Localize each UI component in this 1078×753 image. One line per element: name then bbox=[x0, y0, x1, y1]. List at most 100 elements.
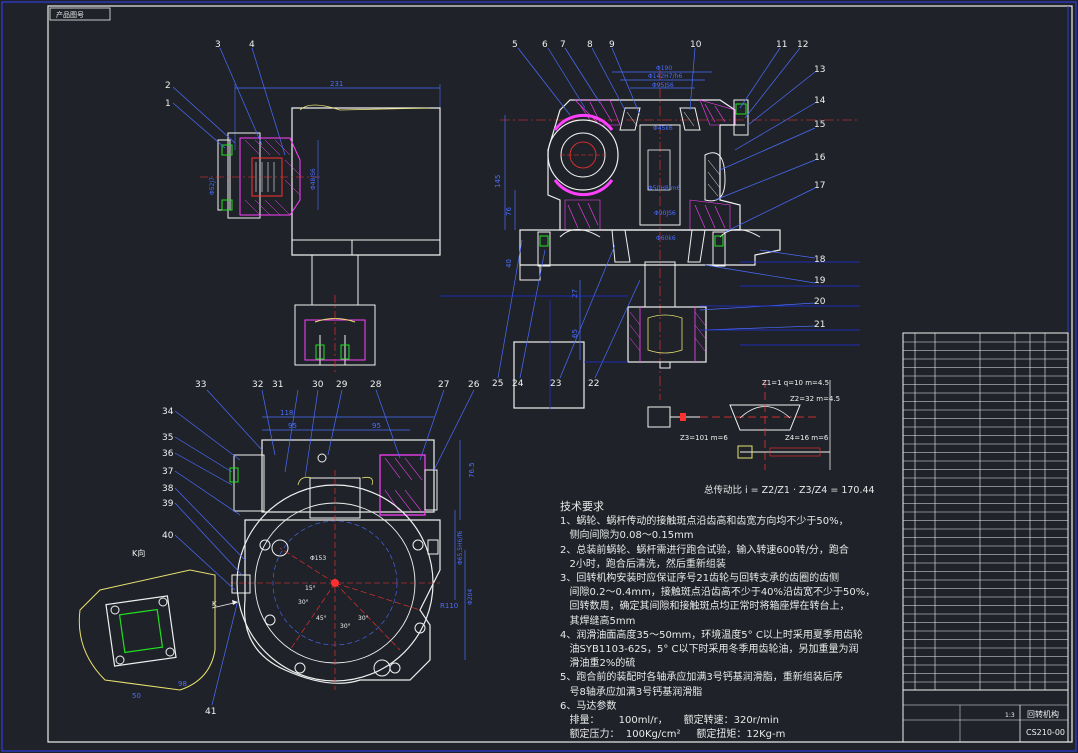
tech-item: 3、回转机构安装时应保证序号21齿轮与回转支承的齿圈的齿侧 bbox=[560, 573, 840, 585]
tech-item: 排量： 100ml/r， 额定转速：320r/min bbox=[560, 715, 780, 727]
balloon-9: 9 bbox=[609, 40, 615, 50]
svg-text:45°: 45° bbox=[316, 615, 327, 622]
balloon-26: 26 bbox=[468, 380, 480, 390]
dim-d90: Φ90JS6 bbox=[654, 210, 676, 217]
top-left-view: 231 Φ48JS6 Φ52J7 bbox=[172, 47, 441, 375]
gear-z4: Z4=16 m=6 bbox=[785, 434, 829, 442]
dim-h145: 145 bbox=[494, 175, 502, 188]
tech-item: 回转数周，确定其间隙和接触斑点均正常时将箱座焊在转台上， bbox=[560, 601, 850, 613]
tech-item: 号8轴承应加满3号钙基润滑脂 bbox=[560, 686, 703, 698]
dim-bore1: Φ52J7 bbox=[209, 177, 216, 195]
dim-d204: Φ204 bbox=[467, 589, 474, 605]
svg-text:30°: 30° bbox=[298, 599, 309, 606]
dim-bore2: Φ48JS6 bbox=[310, 168, 317, 190]
balloon-34: 34 bbox=[162, 407, 174, 417]
tech-item: 滑油重2%的硫 bbox=[560, 658, 636, 670]
dim-h40: 40 bbox=[505, 259, 513, 268]
balloon-24: 24 bbox=[512, 379, 524, 389]
balloon-30: 30 bbox=[312, 380, 324, 390]
title-code: CS210-00 bbox=[1026, 728, 1065, 737]
tech-item: 油SYB1103-62S，5° C以下时采用冬季用齿轮油，另加重量为润 bbox=[560, 644, 859, 656]
dim-w50: 50 bbox=[132, 692, 141, 700]
dim-d190: Φ190 bbox=[656, 65, 672, 72]
balloon-41: 41 bbox=[205, 707, 216, 717]
dim-h27: 27 bbox=[571, 289, 579, 298]
balloon-22: 22 bbox=[588, 379, 599, 389]
dim-d65: Φ65.5H6/f6 bbox=[457, 530, 464, 565]
tech-title: 技术要求 bbox=[560, 500, 604, 513]
tech-item: 间隙0.2～0.4mm，接触斑点沿齿高不少于40%沿齿宽不少于50%， bbox=[560, 587, 876, 599]
balloon-38: 38 bbox=[162, 484, 174, 494]
drawing-border bbox=[47, 5, 1073, 743]
balloon-12: 12 bbox=[797, 40, 808, 50]
tech-item: 侧向间隙为0.08～0.15mm bbox=[560, 530, 694, 542]
dim-d142: Φ142H7/h6 bbox=[648, 73, 682, 80]
dim-w98: 98 bbox=[178, 680, 187, 688]
bom-table: 回转机构 CS210-00 1:3 bbox=[902, 332, 1069, 743]
dim-w118: 118 bbox=[280, 409, 293, 417]
motor-block bbox=[513, 341, 585, 409]
tech-item: 4、润滑油面高度35～50mm，环境温度5° C以上时采用夏季用齿轮 bbox=[560, 629, 863, 641]
gear-z3: Z3=101 m=6 bbox=[680, 434, 728, 442]
balloon-25: 25 bbox=[492, 379, 503, 389]
balloon-2: 2 bbox=[165, 81, 171, 91]
bottom-view: 30° 45° 30° 30° 15° Φ153 R110 118 95 95 … bbox=[78, 389, 476, 706]
tech-item: 6、马达参数 bbox=[560, 700, 617, 712]
balloon-27: 27 bbox=[438, 380, 449, 390]
balloon-29: 29 bbox=[336, 380, 348, 390]
tech-item: 2小时，跑合后清洗，然后重新组装 bbox=[560, 558, 726, 570]
dim-h76-5: 76.5 bbox=[468, 462, 476, 478]
tech-item: 1、蜗轮、蜗杆传动的接触斑点沿齿高和齿宽方向均不少于50%， bbox=[560, 516, 849, 528]
balloon-18: 18 bbox=[814, 255, 826, 265]
balloon-20: 20 bbox=[814, 297, 826, 307]
balloon-10: 10 bbox=[690, 40, 702, 50]
technical-requirements: 技术要求 1、蜗轮、蜗杆传动的接触斑点沿齿高和齿宽方向均不少于50%， 侧向间隙… bbox=[560, 500, 900, 742]
dim-d95: Φ95JS6 bbox=[652, 82, 674, 89]
balloon-6: 6 bbox=[542, 40, 548, 50]
balloon-8: 8 bbox=[587, 40, 593, 50]
gear-z2: Z2=32 m=4.5 bbox=[790, 395, 840, 403]
gear-schematic: Z1=1 q=10 m=4.5 Z2=32 m=4.5 Z3=101 m=6 Z… bbox=[647, 379, 840, 470]
tech-item: 5、跑合前的装配时各轴承应加满3号钙基润滑脂，重新组装后序 bbox=[560, 672, 843, 684]
dim-h76: 76 bbox=[505, 207, 513, 216]
dim-width: 231 bbox=[330, 80, 343, 88]
balloon-33: 33 bbox=[195, 380, 206, 390]
balloon-39: 39 bbox=[162, 499, 174, 509]
top-right-view: Φ190 Φ142H7/h6 Φ95JS6 Φ45k6 Φ50H8 bbox=[440, 47, 860, 410]
balloon-14: 14 bbox=[814, 96, 826, 106]
balloon-5: 5 bbox=[512, 40, 518, 50]
title-scale: 1:3 bbox=[1005, 712, 1015, 719]
balloon-21: 21 bbox=[814, 320, 825, 330]
balloon-28: 28 bbox=[370, 380, 382, 390]
balloon-19: 19 bbox=[814, 276, 826, 286]
svg-text:30°: 30° bbox=[358, 615, 369, 622]
svg-text:Φ153: Φ153 bbox=[310, 555, 326, 562]
tech-item: 其焊缝高5mm bbox=[560, 615, 636, 627]
balloon-13: 13 bbox=[814, 65, 825, 75]
dim-d60: Φ60k6 bbox=[656, 235, 676, 242]
gear-z1: Z1=1 q=10 m=4.5 bbox=[762, 379, 829, 387]
balloon-4: 4 bbox=[249, 40, 255, 50]
total-ratio: 总传动比 i = Z2/Z1 · Z3/Z4 = 170.44 bbox=[704, 485, 875, 496]
balloon-17: 17 bbox=[814, 181, 825, 191]
balloon-7: 7 bbox=[560, 40, 566, 50]
tech-item: 2、总装前蜗轮、蜗杆需进行跑合试验，输入转速600转/分，跑合 bbox=[560, 544, 849, 556]
dim-d50: Φ50H8/m6 bbox=[648, 185, 681, 192]
dim-d45: Φ45k6 bbox=[653, 125, 673, 132]
balloon-35: 35 bbox=[162, 433, 173, 443]
balloon-16: 16 bbox=[814, 153, 826, 163]
dim-h65: 65 bbox=[571, 329, 579, 338]
balloon-23: 23 bbox=[550, 379, 561, 389]
balloon-3: 3 bbox=[215, 40, 221, 50]
tech-item: 额定压力： 100Kg/cm² 额定扭矩：12Kg-m bbox=[560, 729, 786, 741]
k-view-label: K向 bbox=[132, 548, 145, 558]
balloon-31: 31 bbox=[272, 380, 283, 390]
dim-w95b: 95 bbox=[372, 422, 381, 430]
svg-text:15°: 15° bbox=[305, 585, 316, 592]
balloon-15: 15 bbox=[814, 120, 825, 130]
svg-text:30°: 30° bbox=[340, 623, 351, 630]
title-name: 回转机构 bbox=[1027, 709, 1059, 719]
balloon-11: 11 bbox=[776, 40, 787, 50]
